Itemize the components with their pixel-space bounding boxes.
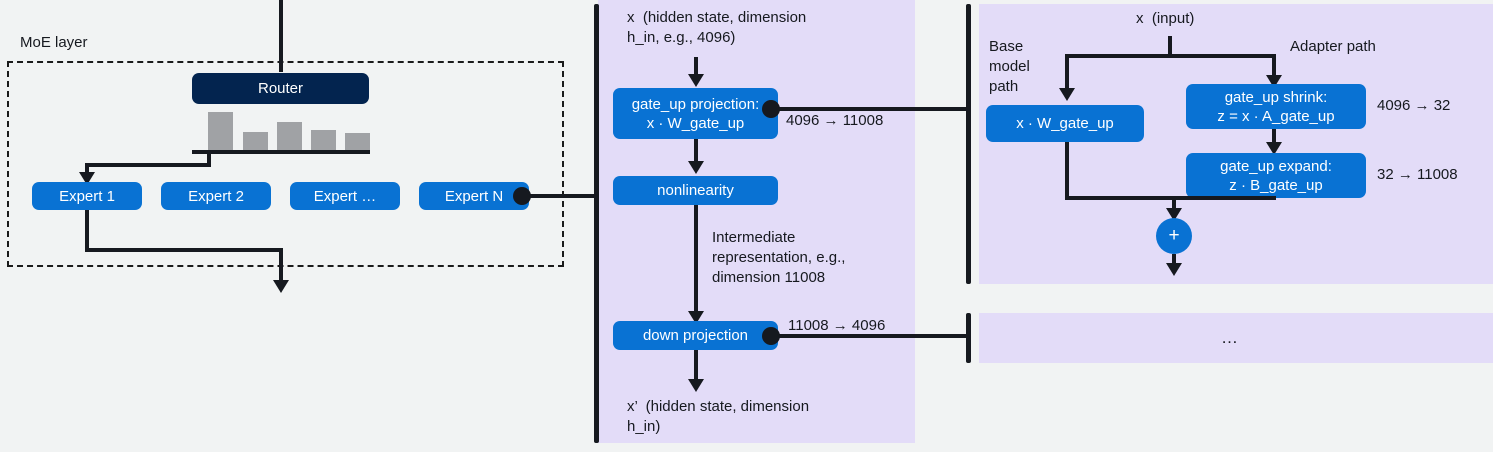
gate-up-projection-box[interactable]: gate_up projection: x · W_gate_up	[613, 88, 778, 139]
gate-up-to-nonlinearity-arrowhead	[688, 161, 704, 174]
expert-box-n[interactable]: Expert N	[419, 182, 529, 210]
lora-output-line	[1172, 254, 1176, 268]
router-weight-bar-3	[277, 122, 302, 150]
expert-input-arrow-line	[694, 57, 698, 80]
add-node: +	[1156, 218, 1192, 254]
moe-input-line	[279, 0, 283, 72]
shrink-to-expand-line	[1272, 129, 1276, 147]
more-panel-ellipsis: …	[1221, 328, 1238, 347]
lora-detail-bracket	[966, 4, 971, 284]
down-projection-box[interactable]: down projection	[613, 321, 778, 350]
base-path-line	[1065, 54, 1069, 92]
gate-up-dims-label: 4096 → 11008	[786, 112, 884, 129]
routing-arrow-seg-left	[85, 163, 211, 167]
expert-detail-bracket	[594, 4, 599, 443]
merge-to-plus-arrowhead	[1166, 208, 1182, 221]
expert1-output-seg-right	[85, 248, 283, 252]
down-projection-connector	[770, 334, 969, 338]
lora-output-arrowhead	[1166, 263, 1182, 276]
expert-input-arrowhead	[688, 74, 704, 87]
lora-split-horizontal	[1065, 54, 1276, 58]
expert-box-2[interactable]: Expert 2	[161, 182, 271, 210]
moe-layer-title: MoE layer	[20, 34, 88, 51]
base-path-arrowhead	[1059, 88, 1075, 101]
base-model-path-label: Base model path	[989, 38, 1030, 95]
intermediate-representation-label: Intermediate representation, e.g., dimen…	[712, 229, 846, 286]
adapter-path-line	[1272, 54, 1276, 80]
shrink-to-expand-arrowhead	[1266, 142, 1282, 155]
intermediate-arrowhead	[688, 311, 704, 324]
expert-box-1[interactable]: Expert 1	[32, 182, 142, 210]
expert1-output-seg-down-1	[85, 210, 89, 252]
expand-dims-label: 32 → 11008	[1377, 166, 1458, 183]
gate-up-to-nonlinearity-line	[694, 139, 698, 166]
expert-box-3[interactable]: Expert …	[290, 182, 400, 210]
moe-layer-boundary	[7, 61, 564, 267]
router-weight-bar-5	[345, 133, 370, 150]
expert-n-connector	[520, 194, 596, 198]
more-panel	[979, 313, 1493, 363]
expert-output-arrowhead	[688, 379, 704, 392]
routing-arrow-seg-down-1	[207, 150, 211, 167]
gate-up-connector	[770, 107, 969, 111]
expert-detail-panel	[598, 0, 915, 443]
merge-horizontal-line	[1065, 196, 1276, 200]
routing-arrow-seg-down-2	[85, 163, 89, 176]
merge-to-plus-line	[1172, 196, 1176, 214]
gate-up-shrink-box[interactable]: gate_up shrink: z = x · A_gate_up	[1186, 84, 1366, 129]
router-box[interactable]: Router	[192, 73, 369, 104]
lora-detail-panel	[979, 4, 1493, 284]
shrink-dims-label: 4096 → 32	[1377, 97, 1451, 114]
expert-output-line	[694, 350, 698, 383]
gate-up-expand-box[interactable]: gate_up expand: z · B_gate_up	[1186, 153, 1366, 198]
base-merge-down-line	[1065, 142, 1069, 200]
expert-input-label: x (hidden state, dimension h_in, e.g., 4…	[627, 9, 807, 46]
router-weight-bar-1	[208, 112, 233, 150]
lora-input-label: x (input)	[1136, 10, 1195, 27]
more-panel-bracket	[966, 313, 971, 363]
routing-arrowhead	[79, 172, 95, 185]
expert1-output-seg-down-2	[279, 248, 283, 283]
nonlinearity-box[interactable]: nonlinearity	[613, 176, 778, 205]
down-projection-dims-label: 11008 → 4096	[788, 317, 886, 334]
router-baseline	[192, 150, 370, 154]
router-weight-bar-2	[243, 132, 268, 150]
intermediate-line	[694, 205, 698, 315]
lora-input-line	[1168, 36, 1172, 58]
router-weight-bar-4	[311, 130, 336, 150]
adapter-path-label: Adapter path	[1290, 38, 1376, 55]
expert1-output-arrowhead	[273, 280, 289, 293]
base-model-box[interactable]: x · W_gate_up	[986, 105, 1144, 142]
expert-output-label: x’ (hidden state, dimension h_in)	[627, 398, 810, 435]
